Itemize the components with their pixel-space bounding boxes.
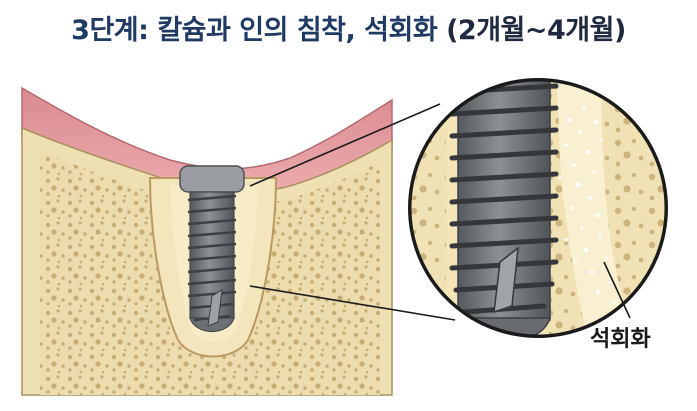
- title-main: 3단계: 칼슘과 인의 침착, 석회화: [71, 15, 438, 46]
- zoom-connectors: [249, 103, 456, 321]
- implant-small: [179, 165, 245, 332]
- calcification-pointer: [603, 261, 631, 319]
- page-title: 3단계: 칼슘과 인의 침착, 석회화 (2개월~4개월): [0, 8, 697, 47]
- magnified-view: [408, 78, 668, 338]
- title-period: (2개월~4개월): [446, 15, 626, 46]
- calcification-label: 석회화: [590, 327, 651, 352]
